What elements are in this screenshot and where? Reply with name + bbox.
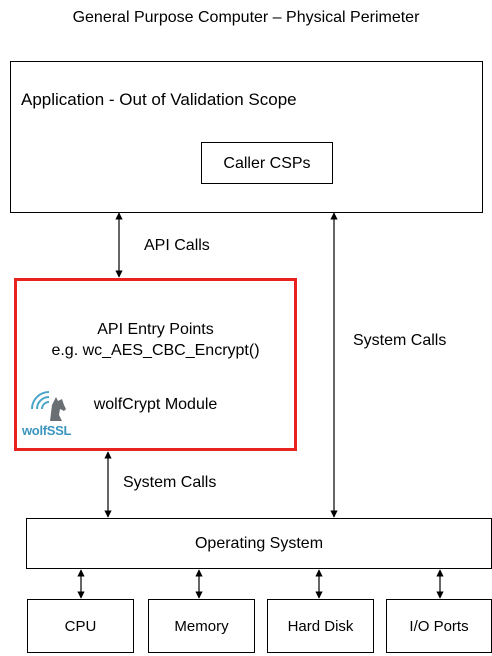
- io-ports-label: I/O Ports: [409, 618, 469, 635]
- memory-label: Memory: [174, 618, 229, 635]
- example-function-label: e.g. wc_AES_CBC_Encrypt(): [51, 342, 260, 359]
- wolfssl-logo: wolfSSL: [22, 385, 82, 447]
- memory-box: Memory: [148, 599, 255, 653]
- caller-csps-box: Caller CSPs: [201, 142, 333, 184]
- cpu-box: CPU: [27, 599, 134, 653]
- cpu-label: CPU: [64, 618, 97, 635]
- diagram-title: General Purpose Computer – Physical Peri…: [72, 9, 420, 26]
- operating-system-label: Operating System: [194, 535, 324, 552]
- system-calls-lower-label: System Calls: [123, 474, 217, 491]
- hard-disk-box: Hard Disk: [267, 599, 374, 653]
- wolf-icon: [31, 391, 66, 421]
- operating-system-box: Operating System: [26, 518, 492, 569]
- hard-disk-label: Hard Disk: [287, 618, 354, 635]
- wolfssl-logo-text: wolfSSL: [22, 423, 72, 438]
- caller-csps-label: Caller CSPs: [223, 155, 311, 172]
- application-label: Application - Out of Validation Scope: [21, 90, 297, 109]
- io-ports-box: I/O Ports: [386, 599, 492, 653]
- api-entry-points-label: API Entry Points: [97, 321, 214, 338]
- wolfcrypt-module-box: API Entry Points e.g. wc_AES_CBC_Encrypt…: [14, 278, 297, 451]
- api-calls-label: API Calls: [144, 237, 210, 254]
- application-box: Application - Out of Validation Scope Ca…: [10, 61, 483, 213]
- module-name-label: wolfCrypt Module: [93, 396, 218, 413]
- system-calls-right-label: System Calls: [353, 332, 447, 349]
